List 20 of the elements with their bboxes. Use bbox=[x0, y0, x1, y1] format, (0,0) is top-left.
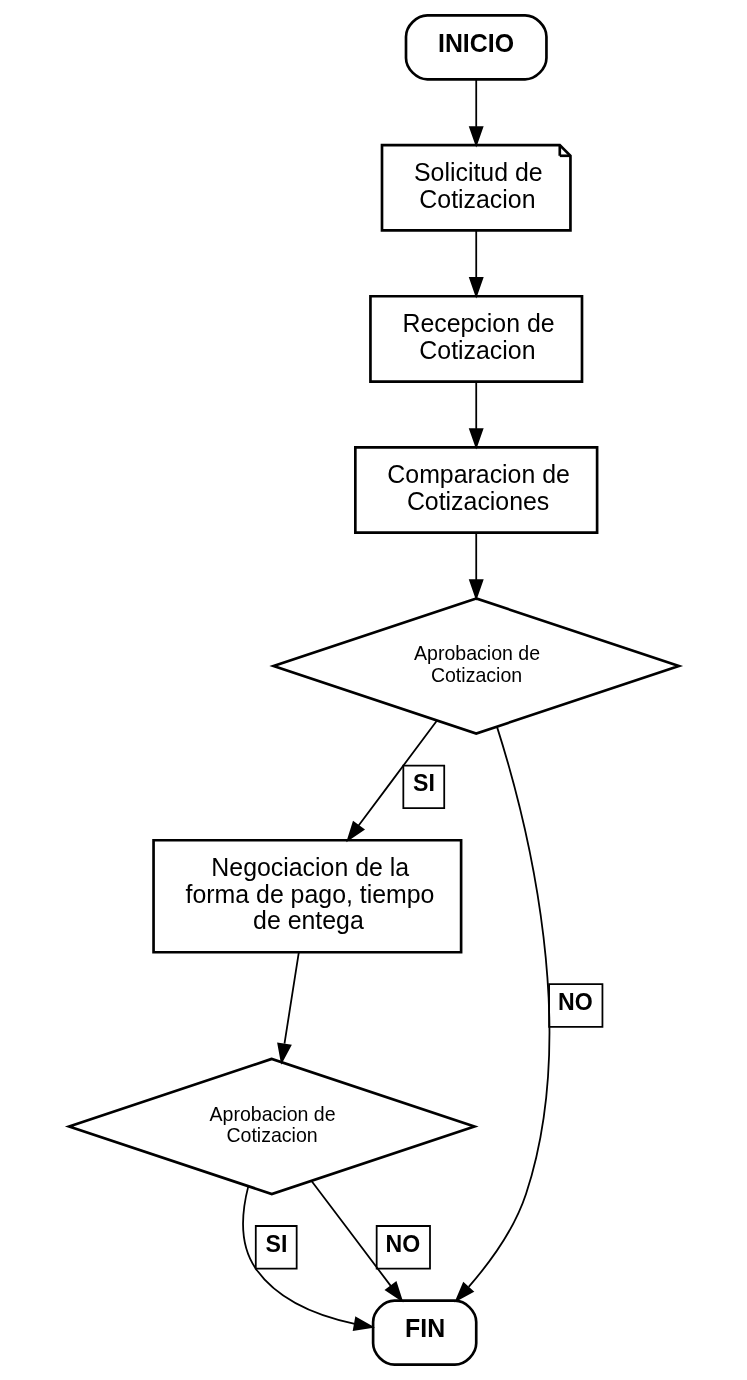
node-diamond: Aprobacion de Cotizacion bbox=[268, 597, 683, 735]
edge-label: SI bbox=[265, 1230, 287, 1257]
node-diamond: Aprobacion de Cotizacion bbox=[64, 1057, 479, 1196]
node-box: Comparacion de Cotizaciones bbox=[353, 446, 598, 534]
node-box: FIN bbox=[371, 1299, 478, 1366]
arrow bbox=[453, 726, 550, 1303]
edge-label: NO bbox=[385, 1230, 420, 1257]
node-box: Negociacion de la forma de pago, tiempo de entega bbox=[151, 838, 462, 954]
node-box: Recepcion de Cotizacion bbox=[368, 294, 583, 383]
edge-label: NO bbox=[557, 988, 593, 1015]
arrow bbox=[468, 532, 484, 601]
arrow bbox=[276, 951, 300, 1065]
arrow bbox=[345, 720, 437, 843]
arrow bbox=[468, 78, 484, 148]
arrow bbox=[241, 1185, 375, 1332]
arrow bbox=[310, 1180, 403, 1303]
edge-label: SI bbox=[412, 770, 435, 797]
node-box: INICIO bbox=[404, 14, 548, 81]
arrow bbox=[468, 229, 484, 299]
arrow bbox=[468, 380, 484, 450]
